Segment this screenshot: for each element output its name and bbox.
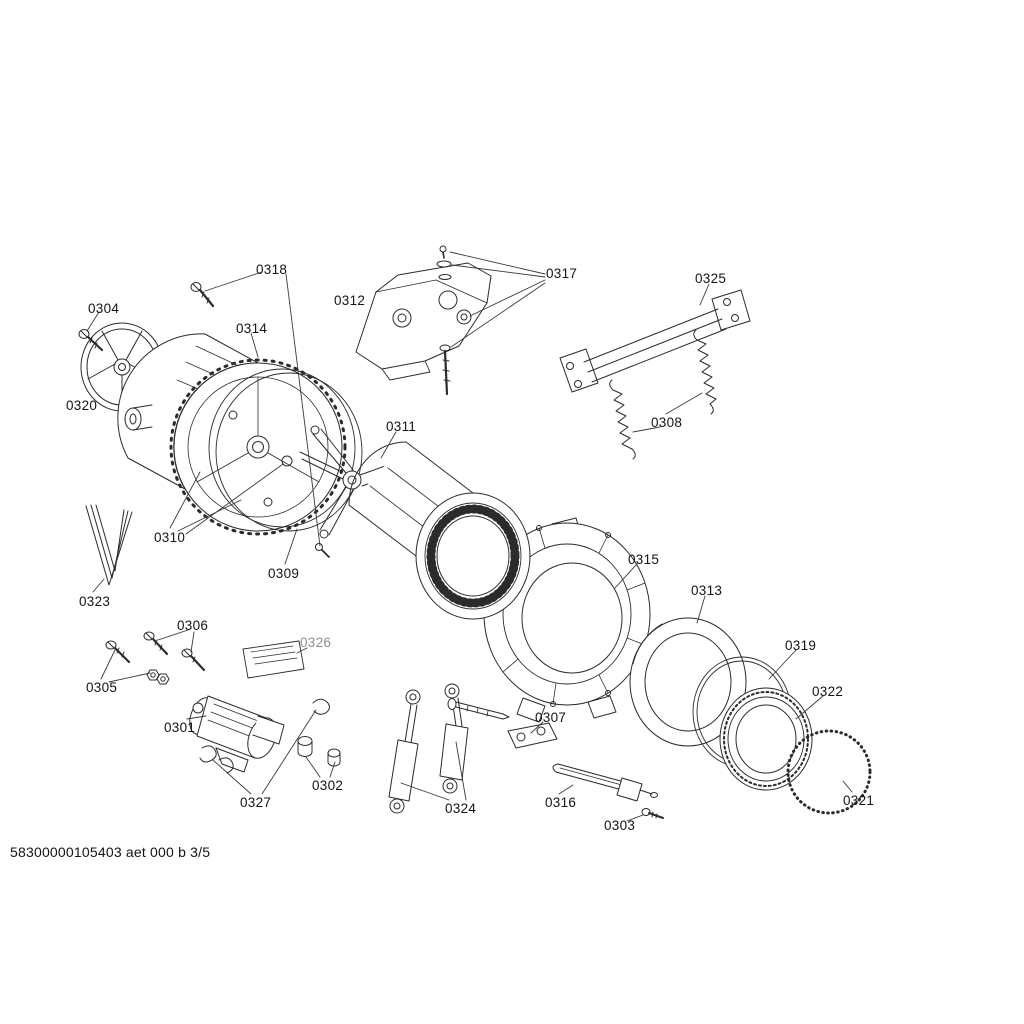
motor-drawing [189,695,285,773]
part-label-0304: 0304 [88,301,120,316]
clamp-ring-drawing [786,729,872,815]
part-label-0311: 0311 [386,419,417,434]
part-label-0321: 0321 [843,793,875,808]
screws-0306-drawing [143,631,206,685]
part-label-0303: 0303 [604,818,636,833]
bracket-0307-drawing [447,698,558,749]
bushings-drawing [297,736,341,767]
part-label-0322: 0322 [812,684,844,699]
part-label-0314: 0314 [236,321,268,336]
part-label-0307: 0307 [535,710,567,725]
clips-drawing [199,698,330,774]
counterweight-drawing [355,262,492,381]
part-label-0326: 0326 [300,635,332,650]
part-label-0315: 0315 [628,552,660,567]
rear-tub-drawing [117,333,347,536]
part-label-0302: 0302 [312,778,344,793]
part-label-0313: 0313 [691,583,723,598]
v-belt-drawing [85,504,133,586]
screw-0303-drawing [641,808,664,819]
part-label-0320: 0320 [66,398,98,413]
part-label-0317: 0317 [546,266,578,281]
drum-drawing [348,441,531,620]
screw-0304-drawing [78,329,104,352]
heater-drawing [552,763,658,802]
part-label-0323: 0323 [79,594,111,609]
part-label-0309: 0309 [268,566,300,581]
door-bellow-drawing [719,687,813,791]
part-label-0312: 0312 [334,293,366,308]
sticker-drawing [242,640,305,679]
screws-0305-drawing [105,640,160,681]
springs-drawing [609,329,717,460]
tub-gasket-drawing [208,368,363,532]
part-label-0325: 0325 [695,271,727,286]
part-label-0316: 0316 [545,795,577,810]
part-label-0301: 0301 [164,720,196,735]
front-ring-drawing [629,617,747,747]
part-label-0310: 0310 [154,530,186,545]
screw-0318-drawing [190,282,330,558]
crossbar-drawing [559,289,751,393]
document-number: 58300000105403 aet 000 b 3/5 [10,844,211,860]
part-label-0324: 0324 [445,801,477,816]
part-label-0319: 0319 [785,638,817,653]
screws-0317-drawing [436,245,472,396]
part-label-0318: 0318 [256,262,288,277]
part-label-0306: 0306 [177,618,209,633]
part-label-0308: 0308 [651,415,683,430]
part-label-0327: 0327 [240,795,272,810]
leader-lines [86,251,853,822]
part-label-0305: 0305 [86,680,118,695]
